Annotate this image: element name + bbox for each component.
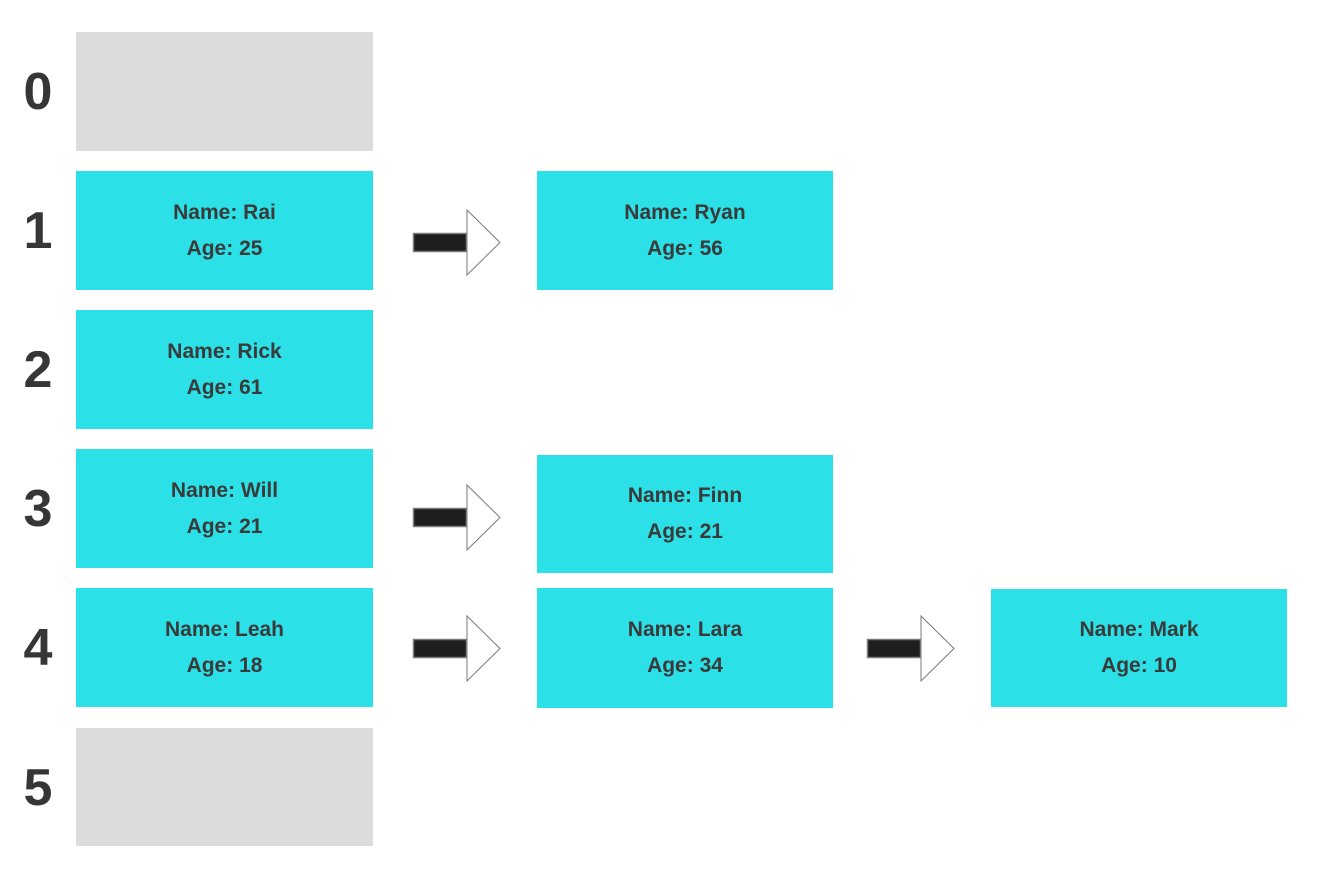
node-age-line: Age: 25 <box>186 236 263 260</box>
bucket-index-label: 5 <box>23 759 53 817</box>
node-name-line: Name: Ryan <box>624 200 746 224</box>
node-name-line: Name: Finn <box>627 484 743 507</box>
hash-node: Name: Rick Age: 61 <box>76 310 373 429</box>
hash-node: Name: Finn Age: 21 <box>537 455 833 573</box>
bucket-index-label: 1 <box>23 202 53 260</box>
node-age-line: Age: 61 <box>186 375 263 399</box>
bucket-index-label: 4 <box>23 619 53 677</box>
arrow-icon <box>412 484 501 551</box>
node-age-line: Age: 10 <box>1101 654 1177 677</box>
node-name-line: Name: Leah <box>164 617 285 641</box>
node-age-line: Age: 34 <box>647 654 723 677</box>
arrow-icon <box>412 209 501 276</box>
node-name-line: Name: Will <box>170 478 279 502</box>
hash-node: Name: Rai Age: 25 <box>76 171 373 290</box>
node-name-line: Name: Mark <box>1079 618 1199 641</box>
node-age-line: Age: 56 <box>647 236 723 260</box>
node-age-line: Age: 18 <box>186 653 263 677</box>
node-age-line: Age: 21 <box>647 520 723 543</box>
bucket-index-label: 2 <box>23 341 53 399</box>
node-name-line: Name: Rick <box>167 339 282 363</box>
bucket-index-label: 3 <box>23 480 53 538</box>
empty-bucket <box>76 728 373 846</box>
hash-node: Name: Will Age: 21 <box>76 449 373 568</box>
node-age-line: Age: 21 <box>186 514 263 538</box>
empty-bucket <box>76 32 373 151</box>
hash-node: Name: Lara Age: 34 <box>537 588 833 708</box>
hash-node: Name: Mark Age: 10 <box>991 589 1287 707</box>
arrow-icon <box>412 615 501 682</box>
hash-node: Name: Leah Age: 18 <box>76 588 373 707</box>
hash-node: Name: Ryan Age: 56 <box>537 171 833 290</box>
node-name-line: Name: Lara <box>627 618 743 641</box>
arrow-icon <box>866 615 955 682</box>
node-name-line: Name: Rai <box>173 200 276 224</box>
bucket-index-label: 0 <box>23 63 53 121</box>
